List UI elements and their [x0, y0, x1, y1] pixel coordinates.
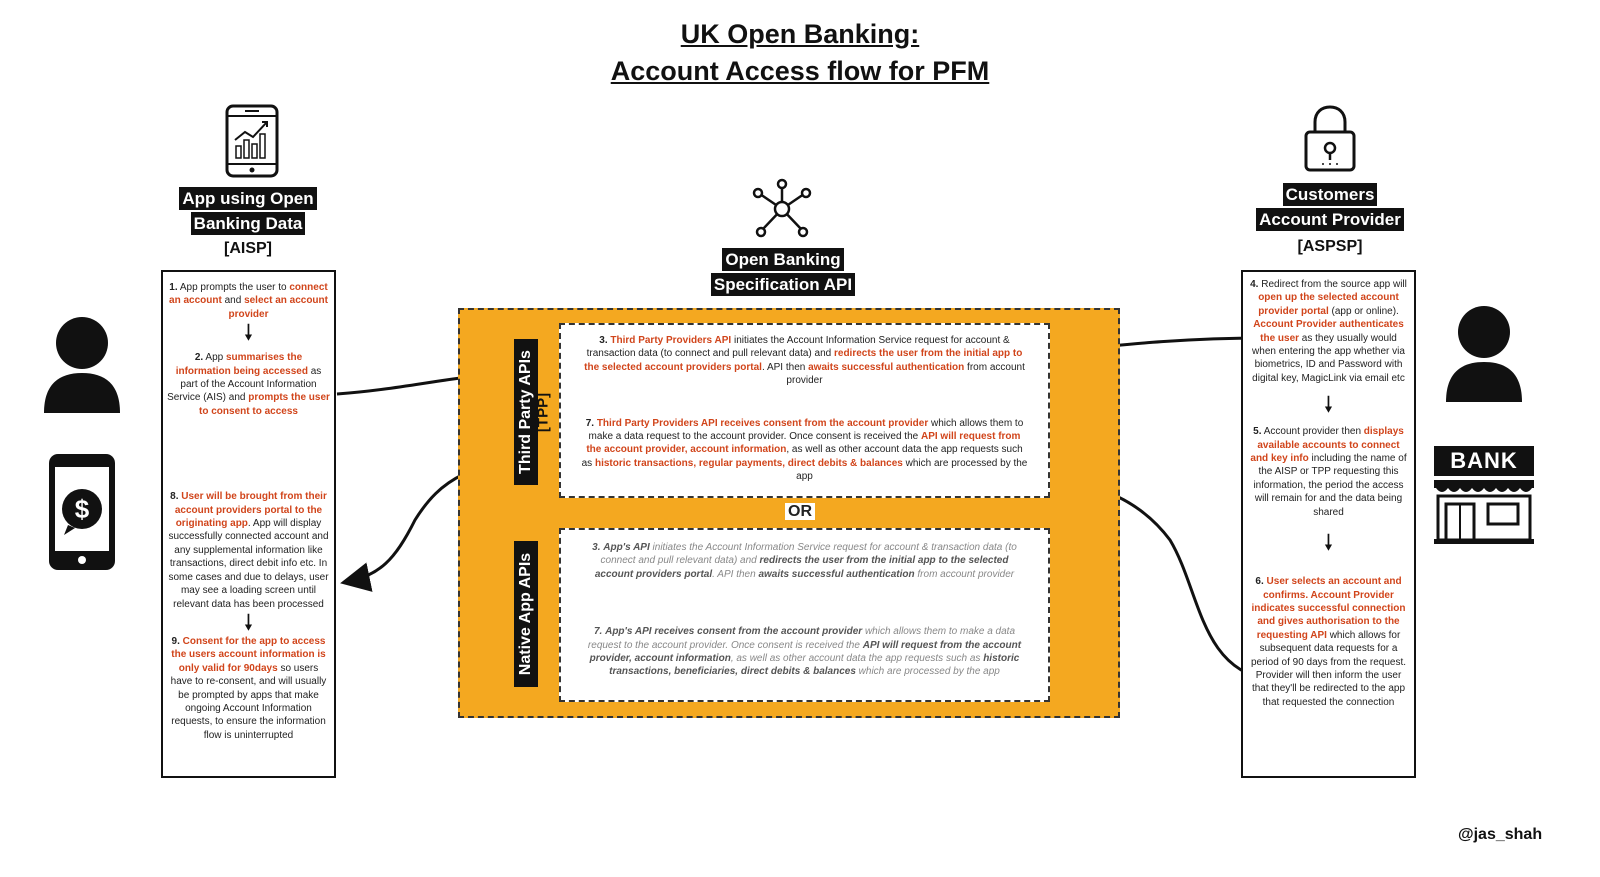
user-icon — [1446, 304, 1522, 409]
down-arrow-icon: 🠗 — [1323, 530, 1334, 556]
aisp-tag-line-1: App using Open — [179, 187, 317, 210]
or-label: OR — [785, 503, 815, 521]
aisp-tag-line-2: Banking Data — [190, 212, 306, 235]
step-4: 4. Redirect from the source app will ope… — [1250, 279, 1407, 384]
api-spec-tag-line-1: Open Banking — [722, 248, 844, 271]
native-step-3: 3. App's API initiates the Account Infor… — [592, 542, 1017, 580]
step-8: 8. User will be brought from their accou… — [168, 491, 329, 610]
title-line-1: UK Open Banking: — [680, 19, 920, 49]
tpp-step-7: 7. Third Party Providers API receives co… — [581, 417, 1028, 483]
step-2: 2. App summarises the information being … — [167, 352, 330, 417]
padlock-icon — [1303, 104, 1357, 177]
aisp-role: [AISP] — [224, 240, 272, 257]
svg-text:$: $ — [75, 494, 90, 524]
native-step-7: 7. App's API receives consent from the a… — [587, 626, 1022, 678]
native-label-group: Native App APIs — [497, 538, 557, 688]
tpp-label-group: Third Party APIs [TPP] — [497, 338, 557, 488]
down-arrow-icon: 🠗 — [243, 320, 254, 346]
api-spec-tag: Open Banking Specification API — [683, 248, 883, 298]
native-panel: 3. App's API initiates the Account Infor… — [559, 528, 1050, 702]
step-1: 1. App prompts the user to connect an ac… — [169, 282, 328, 320]
title-line-2: Account Access flow for PFM — [610, 56, 990, 86]
aspsp-tag-line-2: Account Provider — [1256, 208, 1404, 231]
bank-sign: BANK — [1434, 446, 1534, 476]
aisp-tag: App using Open Banking Data — [150, 187, 346, 237]
bank-building-icon: BANK — [1434, 446, 1534, 544]
tpp-panel: 3. Third Party Providers API initiates t… — [559, 323, 1050, 498]
aisp-steps-box: 1. App prompts the user to connect an ac… — [161, 270, 336, 778]
api-spec-tag-line-2: Specification API — [710, 273, 856, 296]
network-node-icon — [752, 178, 812, 245]
tpp-step-3: 3. Third Party Providers API initiates t… — [584, 335, 1025, 387]
aspsp-steps-box: 4. Redirect from the source app will ope… — [1241, 270, 1416, 778]
aspsp-role: [ASPSP] — [1297, 238, 1363, 255]
native-label: Native App APIs — [514, 541, 538, 687]
aspsp-tag: Customers Account Provider — [1230, 183, 1430, 233]
user-icon — [44, 315, 120, 420]
aspsp-tag-line-1: Customers — [1282, 183, 1378, 206]
down-arrow-icon: 🠗 — [243, 609, 254, 635]
tpp-sub-label: [TPP] — [534, 392, 552, 433]
tablet-chart-icon — [225, 104, 279, 183]
step-6: 6. User selects an account and confirms.… — [1250, 576, 1407, 708]
step-9: 9. Consent for the app to access the use… — [170, 635, 327, 741]
dollar-phone-icon: $ — [48, 453, 116, 576]
author-handle: @jas_shah — [1458, 826, 1543, 843]
step-5: 5. Account provider then displays availa… — [1250, 426, 1407, 518]
down-arrow-icon: 🠗 — [1323, 392, 1334, 418]
